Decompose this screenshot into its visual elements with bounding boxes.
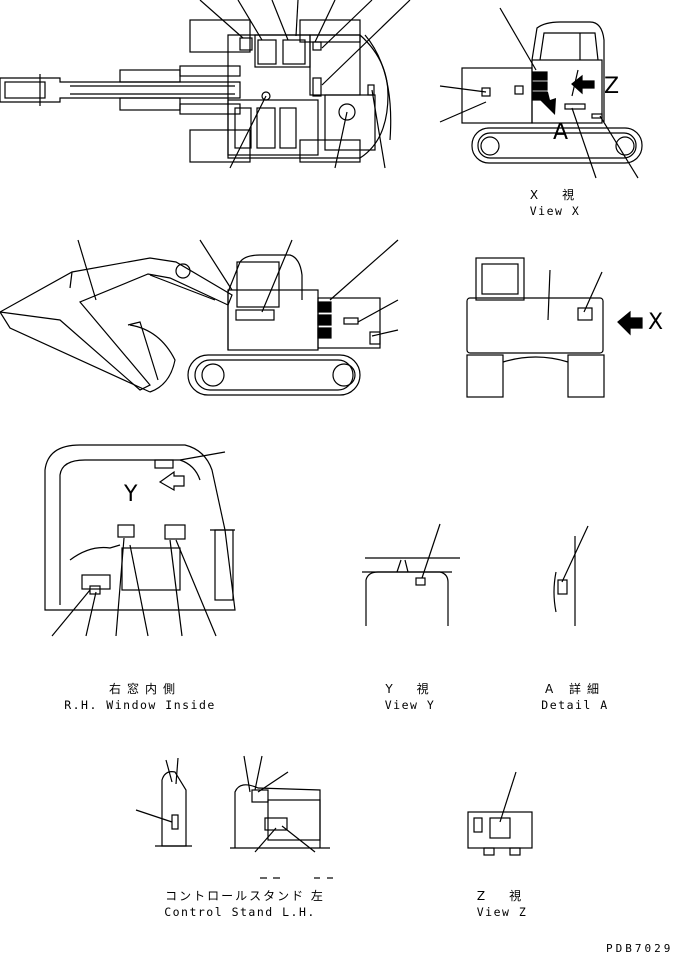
- view-y-caption-jp: Y 視: [385, 682, 435, 696]
- view-x-caption-jp: X 視: [529, 188, 581, 202]
- letter-a: A: [553, 120, 569, 145]
- window-inside-view: [44, 444, 236, 637]
- detail-a: [553, 525, 589, 626]
- drawing-code: PDB7029: [606, 942, 674, 955]
- letter-x: X: [648, 310, 664, 335]
- view-x-caption: View X: [529, 204, 581, 218]
- letter-z: Z: [604, 74, 620, 99]
- view-z-caption: View Z: [476, 905, 528, 919]
- letter-y: Y: [124, 482, 138, 507]
- side-view-z: [439, 7, 643, 179]
- view-x: [466, 257, 643, 398]
- detail-a-caption: Detail A: [541, 698, 609, 712]
- view-y-caption: View Y: [384, 698, 436, 712]
- control-stand-caption-jp: コントロールスタンド 左: [165, 889, 325, 903]
- control-stand-view: [135, 755, 333, 879]
- detail-a-caption-jp: A 詳細: [544, 682, 606, 696]
- top-view: [0, 0, 411, 169]
- view-y: [362, 523, 460, 626]
- main-side-view: [0, 239, 399, 396]
- view-z: [467, 771, 533, 856]
- view-z-caption-jp: Z 視: [476, 889, 528, 903]
- control-stand-caption: Control Stand L.H.: [164, 905, 316, 919]
- window-caption: R.H. Window Inside: [64, 698, 216, 712]
- window-caption-jp: 右窓内側: [108, 682, 181, 696]
